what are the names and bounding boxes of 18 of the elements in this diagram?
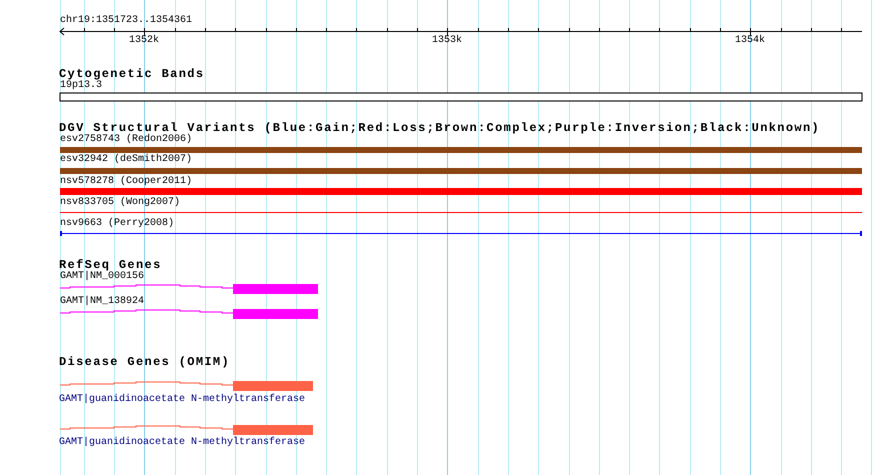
coordinate-label: chr19:1351723..1354361 <box>60 15 192 27</box>
track-title: DGV Structural Variants (Blue:Gain;Red:Loss;Brown:Complex;Purple:Inversion;Black:Unknown) <box>59 122 820 134</box>
track-title: RefSeq Genes <box>59 259 162 271</box>
variant-label: esv32942 (deSmith2007) <box>60 154 192 166</box>
gene-label: GAMT|NM_000156 <box>60 271 144 283</box>
axis-tick-label: 1352k <box>129 35 159 47</box>
variant-label: nsv833705 (Wong2007) <box>60 197 180 209</box>
track-title: Cytogenetic Bands <box>59 68 204 80</box>
variant-label: nsv578278 (Cooper2011) <box>60 176 192 188</box>
gene-label: GAMT|NM_138924 <box>60 296 144 308</box>
disease-gene-link: GAMT|guanidinoacetate N-methyltransferase <box>59 394 306 406</box>
axis-tick-label: 1354k <box>735 35 765 47</box>
axis-tick-label: 1353k <box>432 35 462 47</box>
track-title: Disease Genes (OMIM) <box>59 356 230 368</box>
band-label: 19p13.3 <box>60 80 102 92</box>
variant-label: esv2758743 (Redon2006) <box>60 134 192 146</box>
variant-label: nsv9663 (Perry2008) <box>60 218 174 230</box>
disease-gene-link: GAMT|guanidinoacetate N-methyltransferase <box>59 437 306 449</box>
